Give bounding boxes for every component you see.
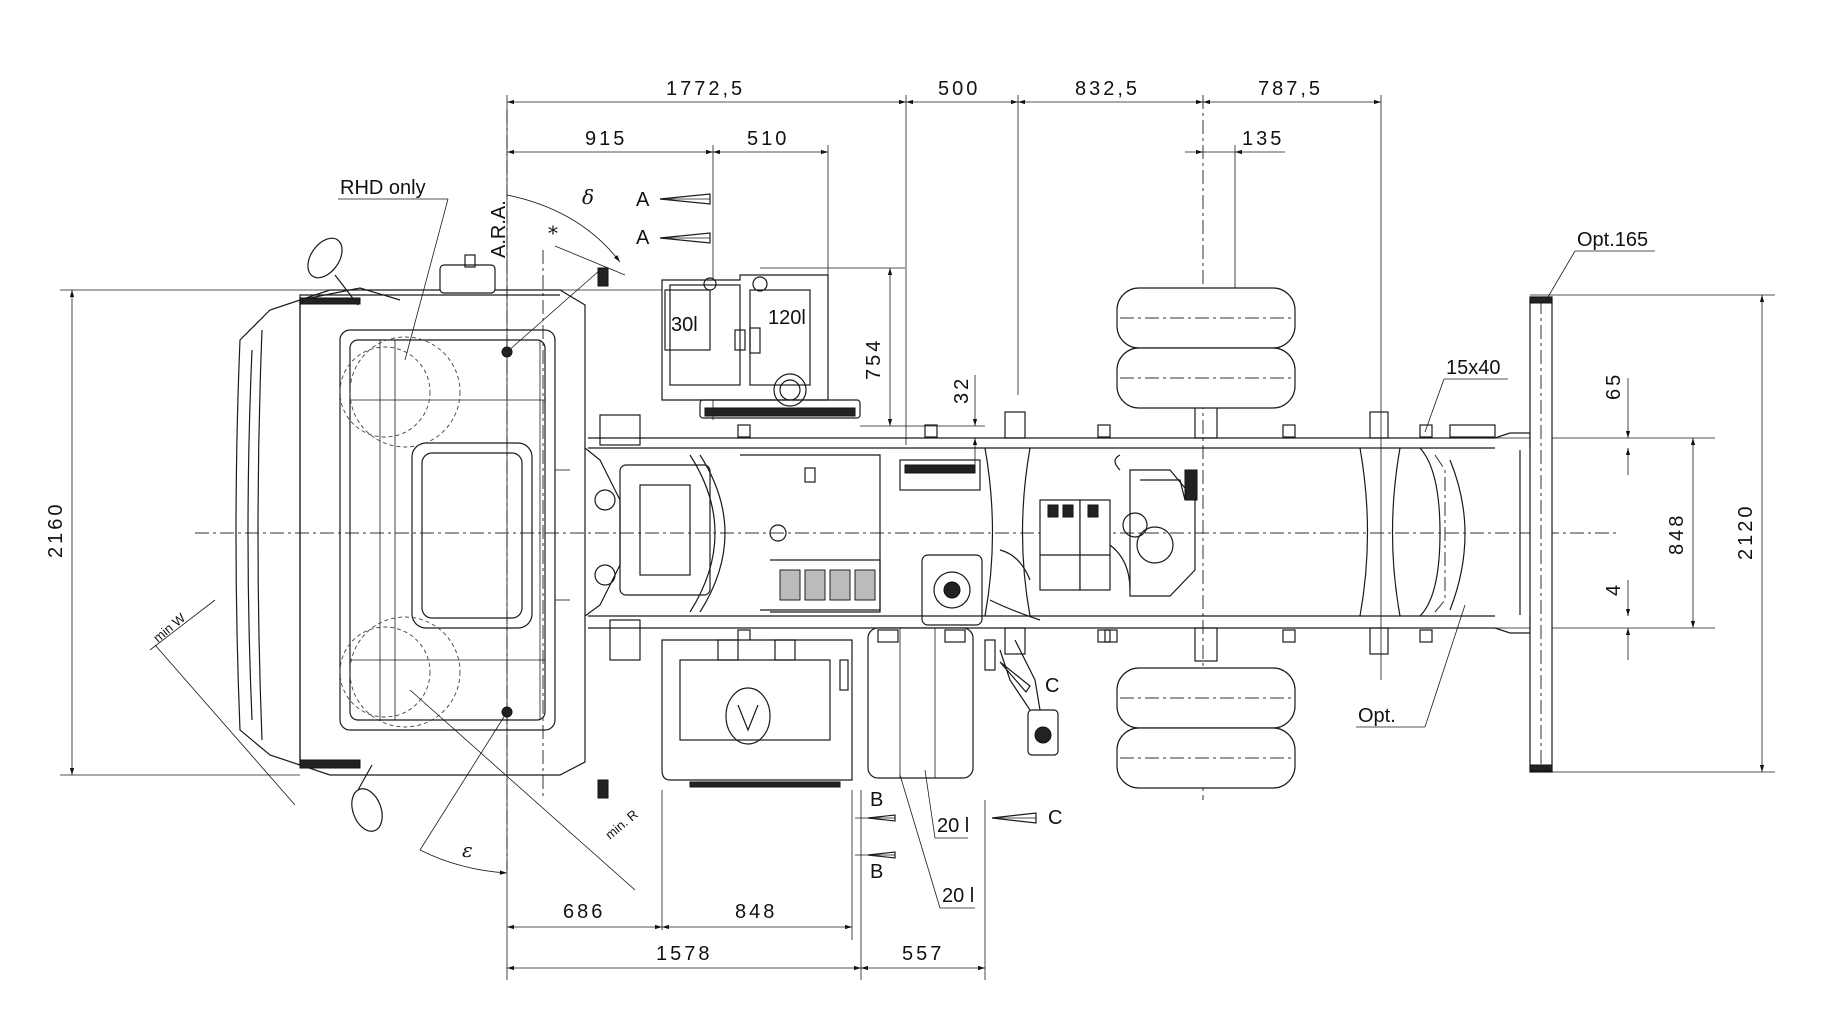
drivetrain-components xyxy=(594,267,1198,799)
frame-width-dimension: 848 xyxy=(1666,438,1696,628)
label-ara: A.R.A. xyxy=(488,200,510,258)
bottom-dimensions-row-2: 1578 557 xyxy=(507,943,985,971)
label-min-w: min W xyxy=(150,610,188,646)
bottom-dimensions-row-1: 686 848 xyxy=(507,901,852,930)
dim-135: 135 xyxy=(1242,128,1284,150)
cab xyxy=(235,237,586,832)
dim-65: 65 xyxy=(1603,372,1625,400)
label-opt-165: Opt.165 xyxy=(1577,229,1648,251)
dim-32: 32 xyxy=(951,376,973,404)
dim-557: 557 xyxy=(902,943,944,965)
label-min-r: min. R xyxy=(602,807,640,843)
label-tank-20l-b: 20 l xyxy=(942,885,974,907)
section-b-upper: B xyxy=(870,789,883,811)
angle-epsilon: ε xyxy=(462,838,473,862)
dim-2120: 2120 xyxy=(1735,504,1757,561)
label-tank-120l: 120l xyxy=(768,307,806,329)
angle-delta: δ xyxy=(582,185,594,209)
section-c-lower: C xyxy=(1048,807,1062,829)
top-dimensions-row-2: 915 510 135 xyxy=(507,128,1285,155)
dim-832-5: 832,5 xyxy=(1075,78,1140,100)
section-c-upper: C xyxy=(1045,675,1059,697)
labels: RHD only A.R.A. Opt.165 15x40 Opt. 30l 1… xyxy=(338,177,1655,909)
width-dimension-right: 2120 xyxy=(1735,295,1765,772)
star-marker: * xyxy=(548,221,558,245)
section-a-lower: A xyxy=(636,227,650,249)
dim-1578: 1578 xyxy=(656,943,713,965)
dim-1772-5: 1772,5 xyxy=(666,78,745,100)
dim-848-bottom: 848 xyxy=(735,901,777,923)
offset-65-dimension: 65 xyxy=(1603,372,1631,475)
dim-4: 4 xyxy=(1603,582,1625,596)
section-b-lower: B xyxy=(870,861,883,883)
fuel-tanks xyxy=(661,274,1059,788)
label-hole-15x40: 15x40 xyxy=(1446,357,1501,379)
top-dimensions-row-1: 1772,5 500 832,5 787,5 xyxy=(507,78,1381,105)
dim-2160: 2160 xyxy=(45,502,67,559)
section-markers: A A B B C C xyxy=(636,189,1062,883)
chassis-frame xyxy=(584,296,1553,773)
dim-848-frame: 848 xyxy=(1666,513,1688,555)
dim-787-5: 787,5 xyxy=(1258,78,1323,100)
extension-lines xyxy=(60,95,1775,980)
label-rhd-only: RHD only xyxy=(340,177,426,199)
dim-915: 915 xyxy=(585,128,627,150)
tank-height-dimension: 754 xyxy=(863,268,893,426)
rear-wheels xyxy=(1116,287,1296,789)
section-a-upper: A xyxy=(636,189,650,211)
offset-32-dimension: 32 xyxy=(951,375,978,470)
dim-500: 500 xyxy=(938,78,980,100)
width-dimension-left: 2160 xyxy=(45,290,75,775)
label-tank-30l: 30l xyxy=(671,314,698,336)
dim-686: 686 xyxy=(563,901,605,923)
dim-510: 510 xyxy=(747,128,789,150)
offset-4-dimension: 4 xyxy=(1603,580,1631,660)
label-opt: Opt. xyxy=(1358,705,1396,727)
dim-754: 754 xyxy=(863,338,885,380)
label-tank-20l-a: 20 l xyxy=(937,815,969,837)
